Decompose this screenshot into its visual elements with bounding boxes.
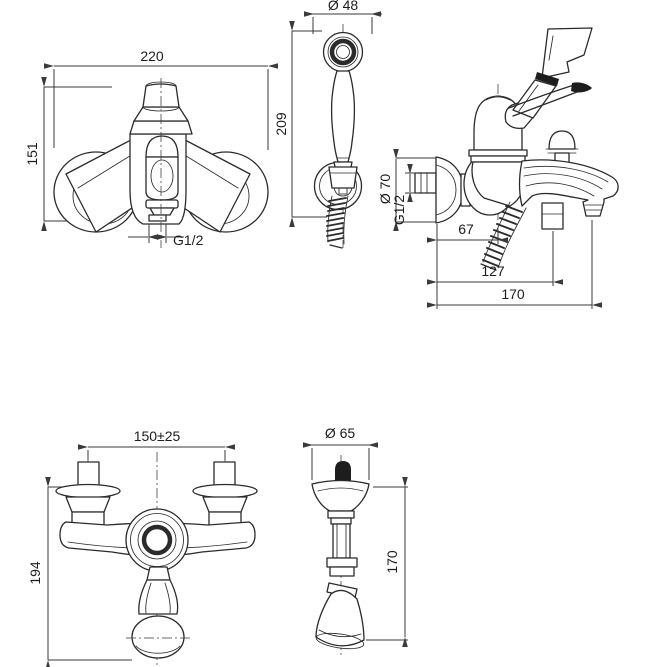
view-mixer-rear: 150±25 194 [27,428,258,667]
dim-label-flange65: Ø 65 [325,425,356,441]
dim-label-height170: 170 [384,550,400,574]
dim-wall-to-spout-end: 170 [427,220,602,309]
dim-label-shower-height: 209 [273,112,289,136]
dim-height170: 170 [366,477,408,647]
bracket-clip [328,166,358,197]
dim-wall-to-hose: 67 [427,221,508,309]
shower-hose-coil [326,195,349,249]
shower-head [322,31,364,73]
dim-label-67: 67 [458,221,474,237]
dim-label-flange-diameter: Ø 70 [377,174,393,205]
dim-inlet-thread: G1/2 [391,164,418,226]
diverter-knob [545,130,579,164]
dim-outlet-thread: G1/2 [128,224,204,248]
dim-label-170: 170 [501,286,525,302]
top-outlet [142,83,180,108]
dim-height-151: 151 [24,77,112,231]
dim-flange65: Ø 65 [303,425,378,480]
dim-label-spacing: 150±25 [134,428,181,444]
cartridge-dome [145,135,179,158]
dim-label-width: 220 [140,48,164,64]
spout [518,159,619,217]
view-mixer-side-small: Ø 65 170 [303,425,408,655]
dim-label-inlet-thread: G1/2 [391,195,407,226]
lever-handle-side [508,82,592,117]
dim-label-height: 151 [24,142,40,166]
dim-wall-to-diverter: 127 [427,231,563,286]
dim-width-220: 220 [44,48,278,150]
dim-flange-diameter: Ø 70 [377,149,436,231]
dim-union-spacing: 150±25 [78,428,235,460]
hose-union-under-spout [541,202,564,230]
hose-coil-side [480,201,527,271]
cartridge-boss [125,508,189,572]
dim-label-127: 127 [481,263,505,279]
handset-in-cradle [512,27,593,119]
dim-label-outlet-thread: G1/2 [173,232,204,248]
dim-label-194: 194 [27,561,43,585]
wall-flange-small [311,461,370,512]
pipe-stub [335,461,351,483]
dim-shower-height: 209 [273,21,327,227]
view-hand-shower: Ø 48 209 [273,0,382,249]
shower-handle [330,70,356,173]
inlet-union-left [55,461,121,534]
handle-rear [126,566,190,659]
view-mixer-front: 220 151 [24,48,278,248]
view-mixer-side: Ø 70 G1/2 [377,27,619,309]
handle-side-small [315,589,365,650]
inlet-stub [414,172,437,194]
mixer-body-front [129,78,193,248]
outlet-stub [148,214,167,222]
dim-head-diameter: Ø 48 [304,0,382,34]
body-column-small [326,510,358,599]
dim-label-head-diameter: Ø 48 [328,0,359,13]
